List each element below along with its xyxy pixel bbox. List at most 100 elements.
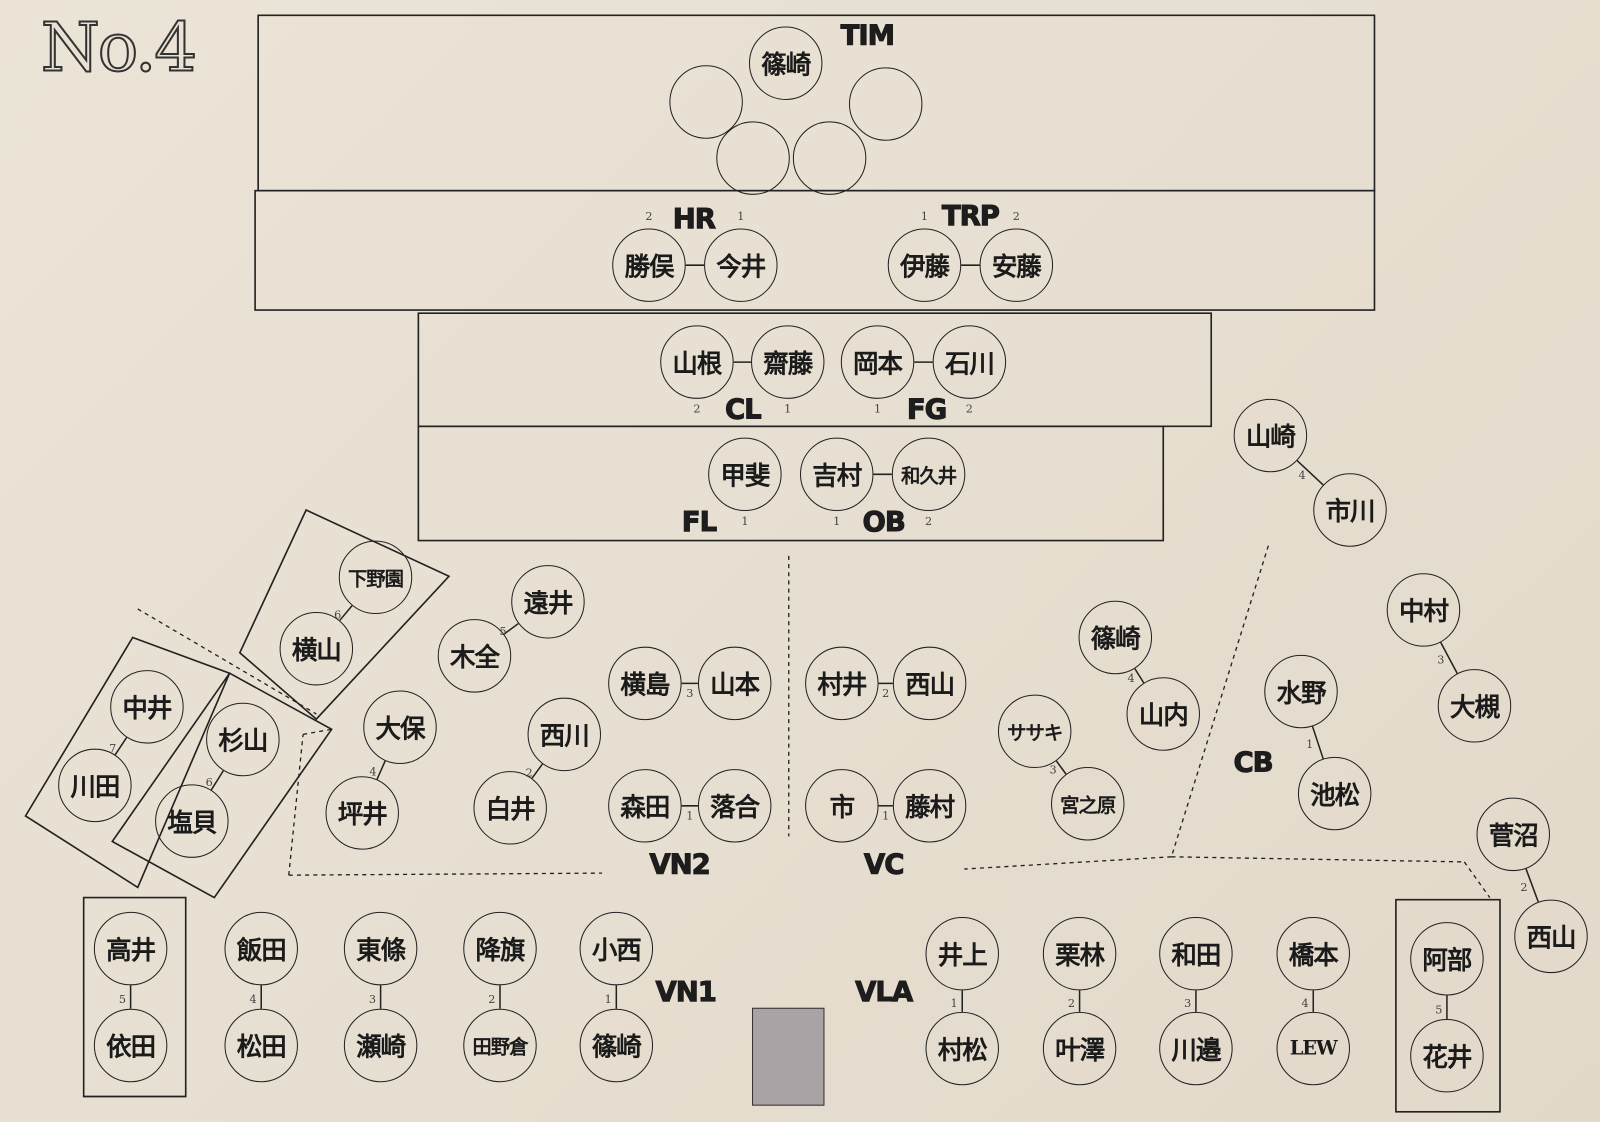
section-label-vn2: VN2	[649, 849, 712, 882]
riser-brass	[254, 189, 1376, 311]
seat-vc1a: 市	[805, 769, 879, 843]
seat-cb3a: 中村	[1386, 573, 1461, 647]
seat-cl2: 山根	[660, 325, 734, 399]
stand-number: 2	[488, 992, 496, 1006]
section-label-trp: TRP	[941, 200, 1000, 233]
seat-tim_e2	[848, 67, 923, 141]
seat-hn_a: 山崎	[1233, 398, 1308, 473]
stand-box	[1395, 898, 1501, 1113]
seat-vc3b: 宮之原	[1051, 767, 1125, 841]
connector-line	[210, 770, 225, 791]
seat-va2b: 叶澤	[1042, 1011, 1117, 1086]
chair-number: 2	[693, 402, 701, 416]
seat-cb2b: 西山	[1514, 899, 1588, 974]
section-label-fl: FL	[681, 506, 717, 539]
chair-number: 1	[784, 402, 792, 416]
seat-ob1: 吉村	[799, 437, 874, 512]
stand-number: 4	[1301, 996, 1309, 1010]
chair-number: 2	[1012, 209, 1020, 223]
seat-vn1a: 森田	[608, 769, 682, 843]
stand-number: 4	[369, 765, 377, 779]
seat-va3b: 川邉	[1159, 1011, 1233, 1086]
connector-line	[376, 760, 386, 780]
seat-v1_1a: 小西	[579, 911, 654, 986]
seat-trp2: 安藤	[979, 228, 1054, 302]
stand-number: 3	[1049, 762, 1057, 777]
stand-number: 1	[950, 996, 958, 1010]
stand-number: 2	[525, 766, 533, 780]
section-divider	[1171, 856, 1465, 863]
seat-v1_4b: 松田	[224, 1008, 298, 1083]
chart-title: No.4	[40, 7, 198, 88]
section-divider	[288, 872, 603, 876]
stand-number: 2	[1067, 996, 1075, 1010]
stand-box	[82, 896, 187, 1098]
section-divider	[137, 608, 317, 715]
conductor-podium	[752, 1007, 825, 1106]
connector-line	[1055, 760, 1067, 775]
seat-vn6c: 杉山	[206, 702, 280, 777]
connector-line	[531, 763, 544, 779]
seat-fg2: 石川	[932, 325, 1007, 399]
stand-number: 7	[109, 741, 117, 755]
section-divider	[288, 734, 304, 876]
seat-fg1: 岡本	[840, 325, 915, 399]
seat-vn5a: 遠井	[511, 565, 585, 639]
seat-trp1: 伊藤	[887, 228, 962, 302]
chair-number: 1	[873, 402, 882, 416]
seat-ob2: 和久井	[891, 437, 966, 512]
seat-vc4b: 山内	[1126, 677, 1200, 751]
seat-fl1: 甲斐	[708, 437, 782, 512]
seat-va1a: 井上	[925, 916, 999, 991]
seat-va1b: 村松	[925, 1011, 999, 1086]
seat-tim_e3	[716, 121, 790, 195]
stand-number: 3	[686, 686, 694, 701]
section-label-vn1: VN1	[655, 976, 718, 1009]
seat-vc1b: 藤村	[892, 769, 967, 843]
stand-number: 4	[1298, 468, 1306, 482]
section-divider	[1170, 545, 1269, 857]
connector-line	[1525, 868, 1539, 903]
chair-number: 2	[924, 514, 933, 528]
section-label-hr: HR	[672, 203, 716, 236]
section-divider	[1463, 861, 1491, 898]
seat-vn7a: 中井	[110, 670, 184, 744]
seat-vn1b: 落合	[697, 769, 772, 843]
stand-number: 3	[368, 992, 377, 1006]
stand-number: 5	[499, 624, 507, 638]
stand-number: 6	[334, 608, 342, 622]
seat-tim_e4	[792, 121, 867, 195]
seat-vn3a: 横島	[608, 646, 682, 721]
seat-cb3b: 大槻	[1437, 669, 1512, 743]
chair-number: 1	[833, 514, 841, 528]
seat-va2a: 栗林	[1042, 916, 1117, 991]
chair-number: 2	[645, 209, 653, 223]
seat-v1_5a: 高井	[93, 911, 168, 986]
stand-number: 1	[686, 809, 694, 823]
seat-hr2: 勝俣	[612, 228, 686, 302]
seat-cl1: 齋藤	[751, 325, 825, 399]
stand-number: 3	[1437, 653, 1445, 667]
seat-vn4a: 大保	[363, 690, 437, 764]
seat-va5a: 阿部	[1410, 922, 1484, 996]
seat-v1_4a: 飯田	[224, 911, 298, 986]
stand-number: 2	[1520, 880, 1528, 895]
seat-v1_3b: 瀬崎	[343, 1008, 418, 1083]
section-label-ob: OB	[862, 506, 906, 539]
seat-v1_2b: 田野倉	[463, 1008, 537, 1083]
seat-va4a: 橋本	[1276, 916, 1350, 991]
seat-va5b: 花井	[1410, 1018, 1484, 1093]
stand-number: 6	[205, 775, 213, 789]
section-label-tim: TIM	[840, 19, 895, 52]
connector-line	[503, 622, 519, 635]
seat-va4b: LEW	[1276, 1011, 1350, 1086]
section-label-fg: FG	[906, 394, 947, 427]
seat-cb1b: 池松	[1297, 756, 1372, 831]
stand-number: 1	[604, 992, 612, 1006]
seat-v1_3a: 東條	[343, 911, 418, 986]
seat-vn2a: 西川	[527, 697, 602, 772]
seat-tim: 篠崎	[748, 26, 823, 100]
riser-woodwind-back	[417, 312, 1213, 428]
chair-number: 1	[920, 209, 929, 223]
seat-v1_2a: 降旗	[463, 911, 537, 986]
